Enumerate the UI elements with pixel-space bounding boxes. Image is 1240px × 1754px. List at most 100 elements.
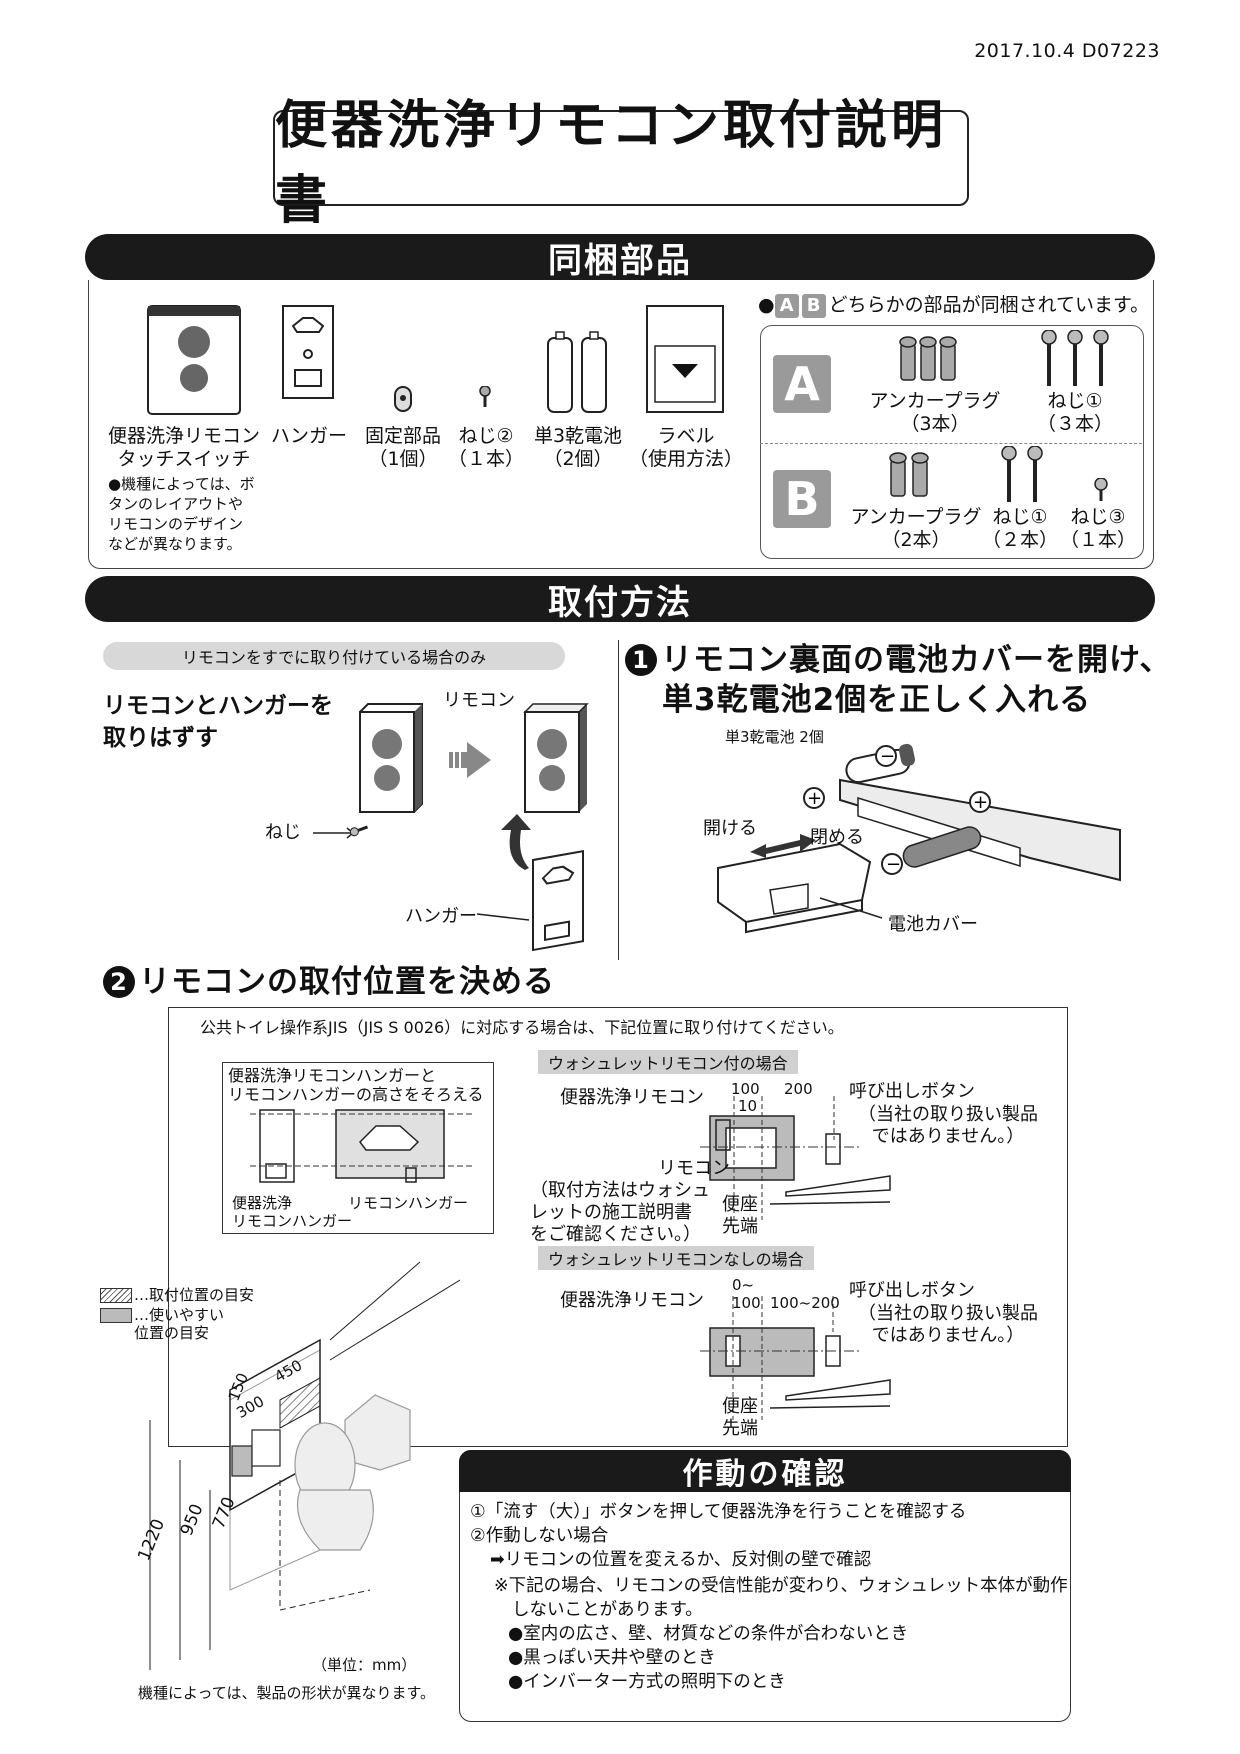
without-remote-pill: ウォシュレットリモコンなしの場合 [538, 1246, 814, 1270]
screw-1-b-icon [1001, 446, 1043, 502]
set-a-anchor-name: アンカープラグ [869, 390, 1001, 412]
section-bar-operation-check: 作動の確認 [459, 1450, 1071, 1492]
call-note-a: （当社の取り扱い製品 ではありません。） [858, 1104, 1038, 1147]
part-label-label: ラベル [657, 425, 715, 447]
legend-hatch-swatch [100, 1288, 132, 1303]
ab-parts-box [760, 325, 1144, 559]
fixing-part-illustration [394, 386, 412, 412]
label-screw: ねじ [265, 822, 301, 843]
with-remote-pill: ウォシュレットリモコン付の場合 [538, 1050, 798, 1074]
confirm-bullet-1: ●室内の広さ、壁、材質などの条件が合わないとき [508, 1624, 909, 1644]
hanger-align-box [222, 1062, 494, 1234]
label-illustration [646, 305, 724, 413]
seat-tip-b: 便座 先端 [722, 1396, 758, 1439]
hanger-illustration [282, 305, 334, 399]
dim-10-a: 10 [738, 1097, 758, 1115]
column-divider [618, 640, 619, 960]
with-remote-diagram [700, 1096, 891, 1220]
date-code: 2017.10.4 D07223 [974, 40, 1160, 62]
seat-tip-a: 便座 先端 [722, 1194, 758, 1237]
model-shape-note: 機種によっては、製品の形状が異なります。 [138, 1684, 436, 1702]
confirm-line-2: ②作動しない場合 [470, 1526, 609, 1546]
call-button-label-b: 呼び出しボタン [849, 1280, 975, 1301]
flush-remote-label-a: 便器洗浄リモコン [560, 1087, 704, 1108]
confirm-bullet-3: ●インバーター方式の照明下のとき [508, 1672, 786, 1692]
svg-text:+: + [973, 792, 988, 813]
unit-note: （単位：mm） [312, 1656, 417, 1674]
part-qty-screw2: （１本） [447, 448, 524, 470]
label-hanger: ハンガー [405, 906, 477, 927]
screw-1-a-icon [1041, 330, 1109, 386]
anchor-plug-a-icon [899, 336, 957, 381]
parts-panel [88, 280, 1154, 569]
set-a-letter: A [773, 355, 831, 413]
align-note: 便器洗浄リモコンハンガーと リモコンハンガーの高さをそろえる [228, 1066, 484, 1104]
remote-install-note: （取付方法はウォシュ レットの施工説明書 をご確認ください。） [530, 1180, 710, 1245]
set-b-screw3-qty: （１本） [1060, 529, 1137, 551]
confirm-line-1: ①「流す（大）」ボタンを押して便器洗浄を行うことを確認する [470, 1502, 967, 1522]
parts-design-note: ●機種によっては、ボ タンのレイアウトや リモコンのデザイン などが異なります。 [108, 475, 255, 553]
section-bar-included-parts: 同梱部品 [85, 234, 1155, 281]
dim-200-a: 200 [784, 1080, 813, 1098]
battery-illustration [547, 331, 607, 413]
dim-0-100-b: 0~ 100 [732, 1276, 761, 1312]
confirm-bullet-2: ●黒っぽい天井や壁のとき [508, 1648, 716, 1668]
set-b-screw1-qty: （２本） [981, 529, 1058, 551]
set-b-anchor-name: アンカープラグ [850, 506, 982, 528]
jis-note: 公共トイレ操作系JIS（JIS S 0026）に対応する場合は、下記位置に取り付… [200, 1018, 844, 1037]
open-label: 開ける [703, 818, 757, 839]
call-note-b: （当社の取り扱い製品 ではありません。） [858, 1303, 1038, 1346]
remote-label: リモコン [658, 1158, 730, 1179]
dim-100-200-b: 100~200 [770, 1294, 840, 1312]
battery-cover-illustration: + − + − [717, 743, 1121, 934]
dim-100-a: 100 [731, 1080, 760, 1098]
legend-gray-swatch [100, 1308, 132, 1323]
part-qty-battery: （2個） [543, 448, 613, 470]
confirm-line-5: しないことがあります。 [512, 1600, 703, 1620]
remove-illustration [313, 703, 589, 952]
part-label-screw2: ねじ② [458, 425, 514, 447]
confirm-line-4: ※下記の場合、リモコンの受信性能が変わり、ウォシュレット本体が動作 [494, 1576, 1068, 1596]
part-qty-label: （使用方法） [628, 448, 743, 470]
remove-only-pill: リモコンをすでに取り付けている場合のみ [103, 642, 565, 670]
hanger-right-label: リモコンハンガー [348, 1194, 469, 1212]
set-b-letter: B [773, 470, 831, 528]
set-a-screw-qty: （３本） [1036, 413, 1113, 435]
cover-label: 電池カバー [888, 914, 978, 935]
part-qty-fixing: （1個） [368, 448, 438, 470]
set-a-anchor-qty: （3本） [900, 413, 970, 435]
set-b-anchor-qty: （2本） [881, 529, 951, 551]
document-title: 便器洗浄リモコン取付説明書 [273, 96, 969, 231]
section-bar-install-method: 取付方法 [85, 576, 1155, 623]
jis-box [168, 1007, 1068, 1447]
remove-heading: リモコンとハンガーを 取りはずす [103, 693, 333, 751]
confirm-line-3: ➡リモコンの位置を変えるか、反対側の壁で確認 [490, 1550, 872, 1570]
legend-gray-label: …使いやすい 位置の目安 [134, 1306, 225, 1342]
set-a-screw-name: ねじ① [1047, 390, 1103, 412]
anchor-plug-b-icon [889, 452, 929, 497]
part-label-hanger: ハンガー [270, 425, 347, 447]
toilet-room-diagram [149, 1261, 460, 1670]
set-b-screw3-name: ねじ③ [1070, 506, 1126, 528]
without-remote-diagram [700, 1296, 891, 1420]
part-label-switch: 便器洗浄リモコン タッチスイッチ [107, 425, 260, 470]
svg-text:−: − [886, 854, 901, 875]
battery-label: 単3乾電池 2個 [725, 728, 824, 746]
part-label-battery: 単3乾電池 [533, 425, 623, 447]
svg-text:+: + [807, 788, 822, 809]
legend-hatch-label: …取付位置の目安 [134, 1286, 255, 1304]
hanger-align-diagram [250, 1109, 475, 1183]
part-label-fixing: 固定部品 [364, 425, 441, 447]
svg-text:−: − [880, 746, 895, 767]
touch-switch-illustration [147, 305, 241, 415]
screw-2-illustration [479, 386, 491, 407]
screw-3-icon [1094, 478, 1108, 501]
label-remote: リモコン [443, 690, 515, 711]
flush-remote-label-b: 便器洗浄リモコン [560, 1290, 704, 1311]
call-button-label-a: 呼び出しボタン [849, 1081, 975, 1102]
set-b-screw1-name: ねじ① [992, 506, 1048, 528]
ab-divider [760, 443, 1142, 444]
